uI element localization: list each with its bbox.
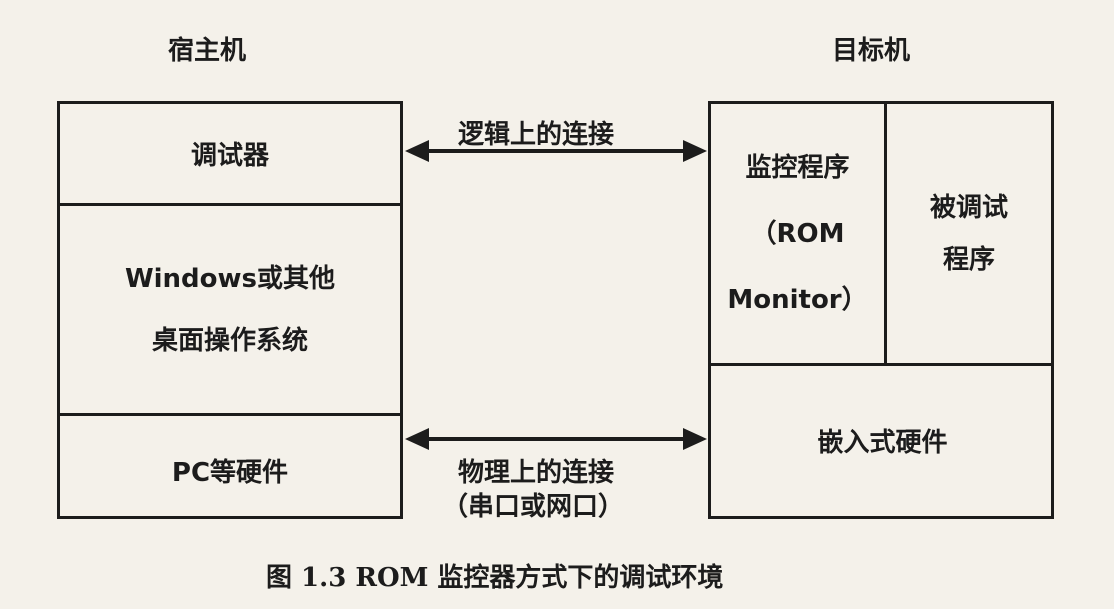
monitor-line-1: 监控程序 [745,152,850,183]
monitor-line-2: （ROM [750,218,845,249]
target-divider-h [708,363,1054,366]
logical-connection-arrow [405,140,707,162]
host-divider-2 [57,413,403,416]
rom-monitor-label: 监控程序 （ROM Monitor） [711,104,884,363]
debuggee-label: 被调试 程序 [887,104,1051,363]
target-divider-v [884,101,887,363]
debugger-label: 调试器 [57,104,403,203]
embedded-hardware-text: 嵌入式硬件 [817,428,948,458]
desktop-os-label: Windows或其他 桌面操作系统 [57,206,403,413]
physical-connection-arrow [405,428,707,450]
figure-caption: 图 1.3 ROM 监控器方式下的调试环境 [266,563,724,593]
debuggee-line-1: 被调试 [929,192,1008,223]
debugger-text: 调试器 [190,141,269,171]
physical-connection-label: 物理上的连接 [458,458,615,488]
target-title: 目标机 [832,36,911,66]
monitor-line-3: Monitor） [727,284,868,315]
os-line-2: 桌面操作系统 [151,325,308,356]
debuggee-line-2: 程序 [942,244,995,275]
logical-connection-label: 逻辑上的连接 [458,120,615,150]
physical-connection-detail: （串口或网口） [442,492,625,522]
embedded-hardware-label: 嵌入式硬件 [711,366,1054,519]
os-line-1: Windows或其他 [124,263,336,294]
host-title: 宿主机 [168,36,247,66]
host-divider-1 [57,203,403,206]
pc-hardware-text: PC等硬件 [171,458,289,488]
host-machine-box [57,101,403,519]
target-machine-box [708,101,1054,519]
pc-hardware-label: PC等硬件 [57,416,403,519]
